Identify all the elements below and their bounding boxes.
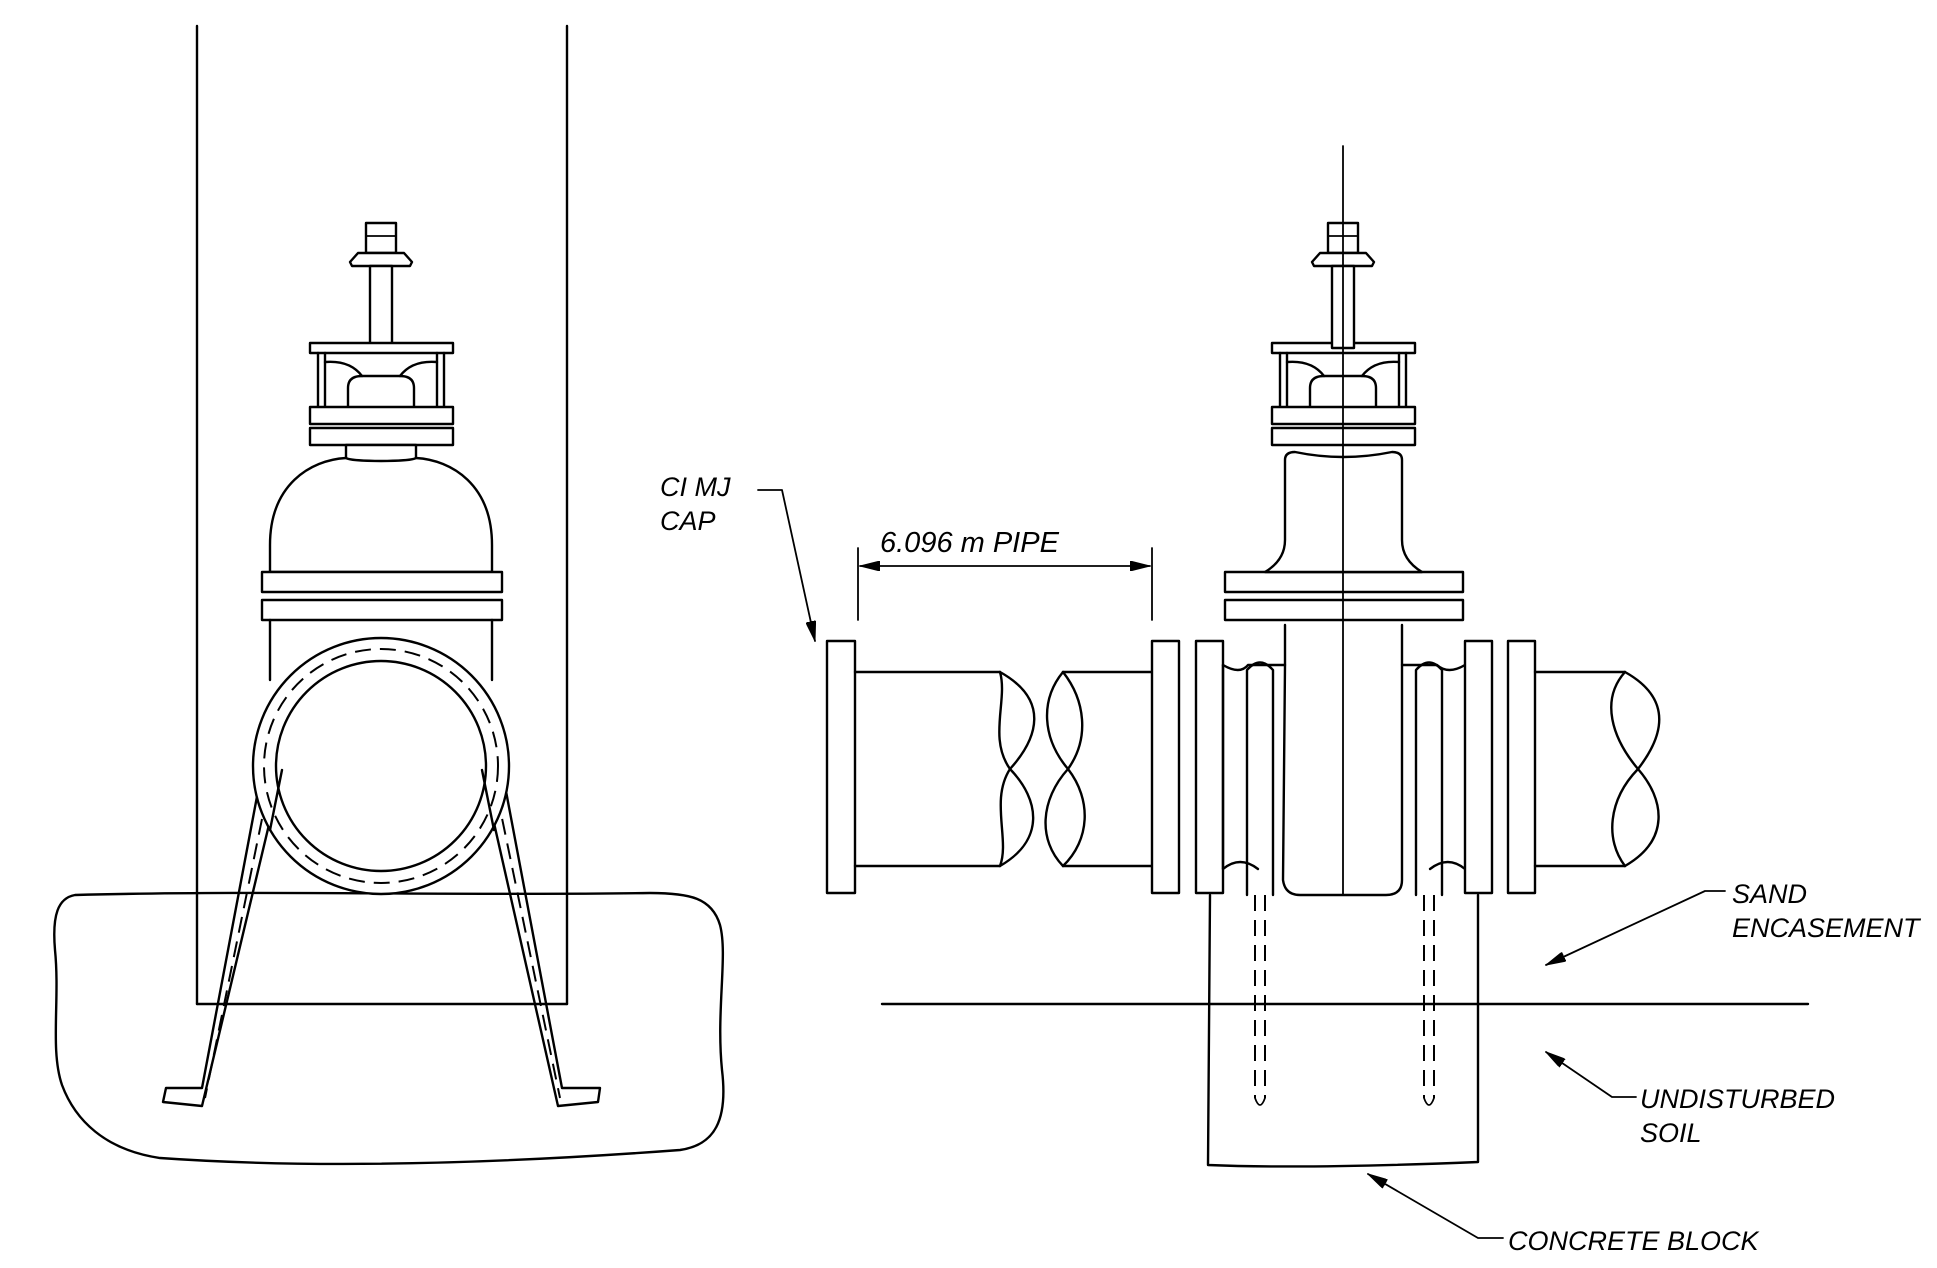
pipe-segment-left: [853, 670, 1036, 868]
label-sand-line1: SAND: [1732, 879, 1807, 909]
label-concrete-block: CONCRETE BLOCK: [1508, 1226, 1760, 1256]
label-soil-line1: UNDISTURBED: [1640, 1084, 1835, 1114]
concrete-block-end-view: [53, 891, 725, 1166]
pipe-segment-right: [1533, 670, 1661, 868]
tie-rods-end-view: [161, 768, 602, 1108]
leaders: [757, 489, 1726, 1239]
tie-rods-side-view: [1245, 661, 1444, 1106]
valve-yoke: [308, 341, 455, 447]
side-view: [757, 145, 1810, 1239]
side-bonnet-flanges: [1223, 570, 1465, 622]
valve-bonnet: [268, 443, 494, 574]
label-soil-line2: SOIL: [1640, 1118, 1702, 1148]
concrete-block-side-view: [1206, 893, 1480, 1168]
label-sand-line2: ENCASEMENT: [1732, 913, 1922, 943]
labels: CI MJ CAP 6.096 m PIPE SAND ENCASEMENT U…: [660, 472, 1922, 1256]
pipe-dimension: [857, 547, 1153, 621]
end-view: [53, 24, 725, 1166]
trench-walls: [195, 24, 569, 1006]
left-flanges: [1150, 639, 1225, 895]
pipe-segment-middle: [1044, 670, 1154, 868]
right-flanges: [1463, 639, 1537, 895]
bonnet-flanges: [260, 570, 504, 622]
mj-cap: [825, 639, 857, 895]
label-mj-cap-line1: CI MJ: [660, 472, 731, 502]
pipe-cross-section: [251, 636, 511, 896]
valve-body-side: [1221, 663, 1467, 897]
operating-nut: [348, 221, 414, 350]
label-mj-cap-line2: CAP: [660, 506, 716, 536]
label-pipe-length: 6.096 m PIPE: [880, 527, 1060, 559]
